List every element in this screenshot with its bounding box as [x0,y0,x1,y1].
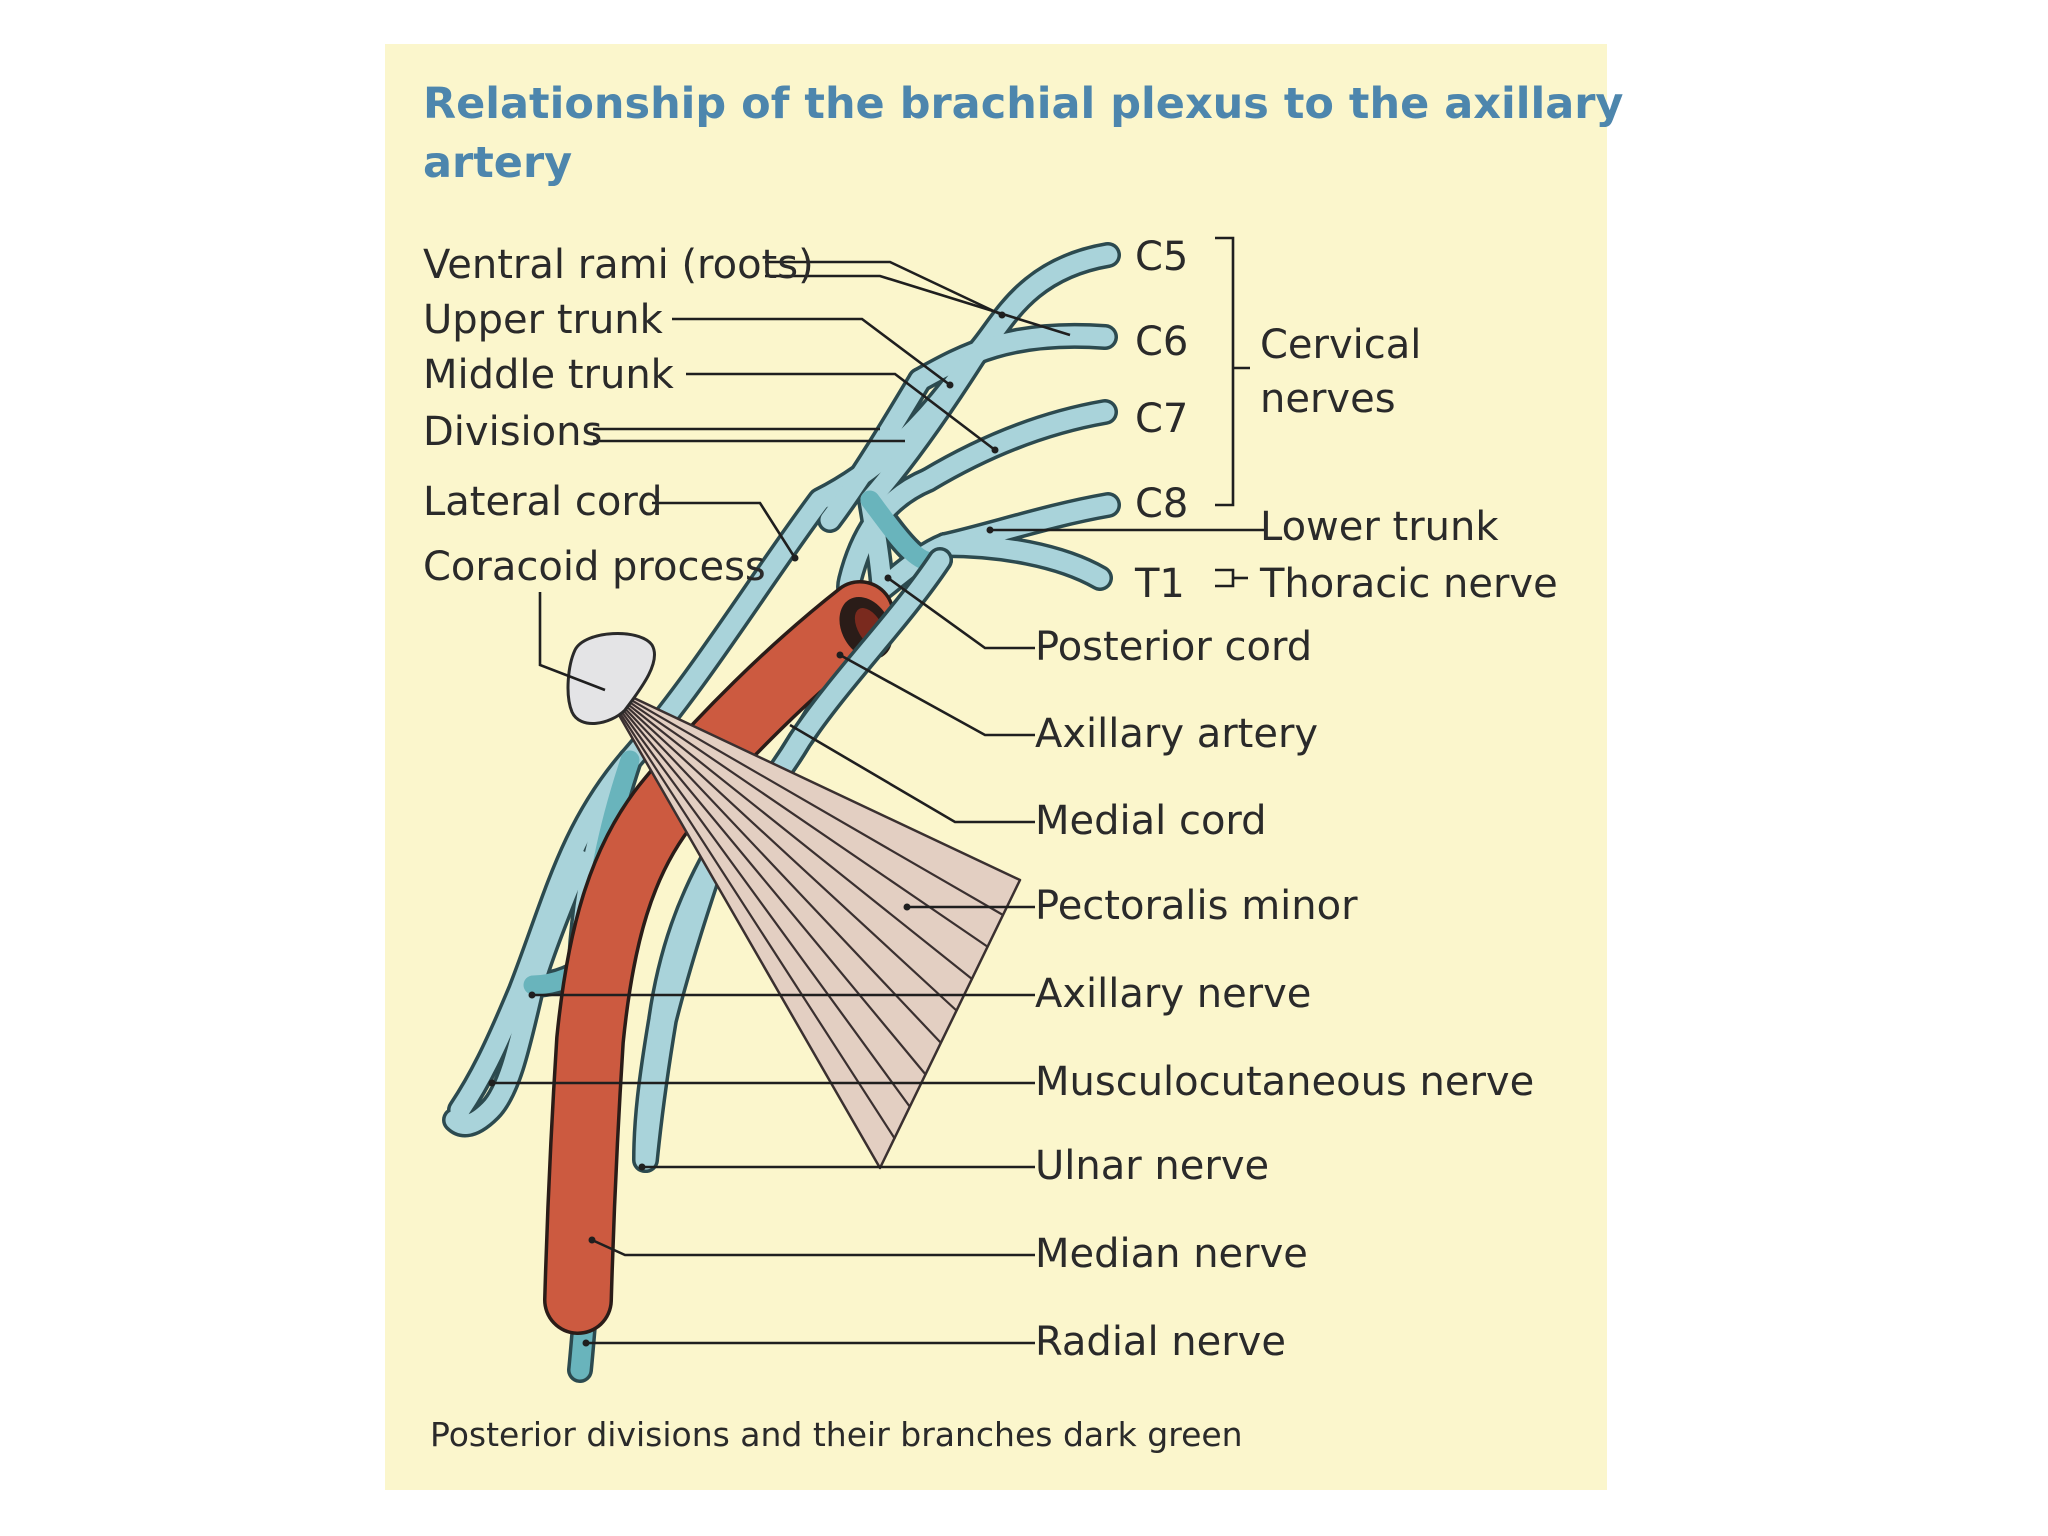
axillary-artery [543,580,895,1335]
pectoralis-minor [598,680,1022,1170]
label-pectoralis-minor: Pectoralis minor [1035,883,1358,929]
label-divisions: Divisions [423,409,602,455]
label-middle-trunk: Middle trunk [423,352,675,398]
label-ventral-rami: Ventral rami (roots) [423,242,814,288]
cervical-bracket [1215,236,1250,507]
label-radial-nerve: Radial nerve [1035,1319,1286,1365]
figure-title-line-1: Relationship of the brachial plexus to t… [423,79,1623,129]
label-ulnar-nerve: Ulnar nerve [1035,1143,1269,1189]
label-root-c5: C5 [1135,234,1188,280]
label-upper-trunk: Upper trunk [423,297,664,343]
label-median-nerve: Median nerve [1035,1231,1308,1277]
coracoid-process [566,632,656,726]
label-thoracic-nerve: Thoracic nerve [1259,561,1558,607]
label-coracoid-process: Coracoid process [423,544,766,590]
label-root-t1: T1 [1134,561,1185,607]
label-axillary-artery: Axillary artery [1035,711,1318,757]
label-lower-trunk: Lower trunk [1260,504,1499,550]
label-root-c6: C6 [1135,319,1188,365]
label-axillary-nerve: Axillary nerve [1035,971,1311,1017]
label-cervical-line-1: Cervical [1260,322,1421,368]
label-lateral-cord: Lateral cord [423,479,662,525]
label-root-c7: C7 [1135,396,1188,442]
label-musculocutaneous-nerve: Musculocutaneous nerve [1035,1059,1534,1105]
label-cervical-line-2: nerves [1260,376,1396,422]
label-root-c8: C8 [1135,481,1188,527]
label-medial-cord: Medial cord [1035,798,1267,844]
leader-lines [492,260,1265,1345]
leader-dots [488,311,1006,1347]
figure-title-line-2: artery [423,138,572,188]
figure-caption: Posterior divisions and their branches d… [430,1415,1243,1454]
label-posterior-cord: Posterior cord [1035,624,1312,670]
